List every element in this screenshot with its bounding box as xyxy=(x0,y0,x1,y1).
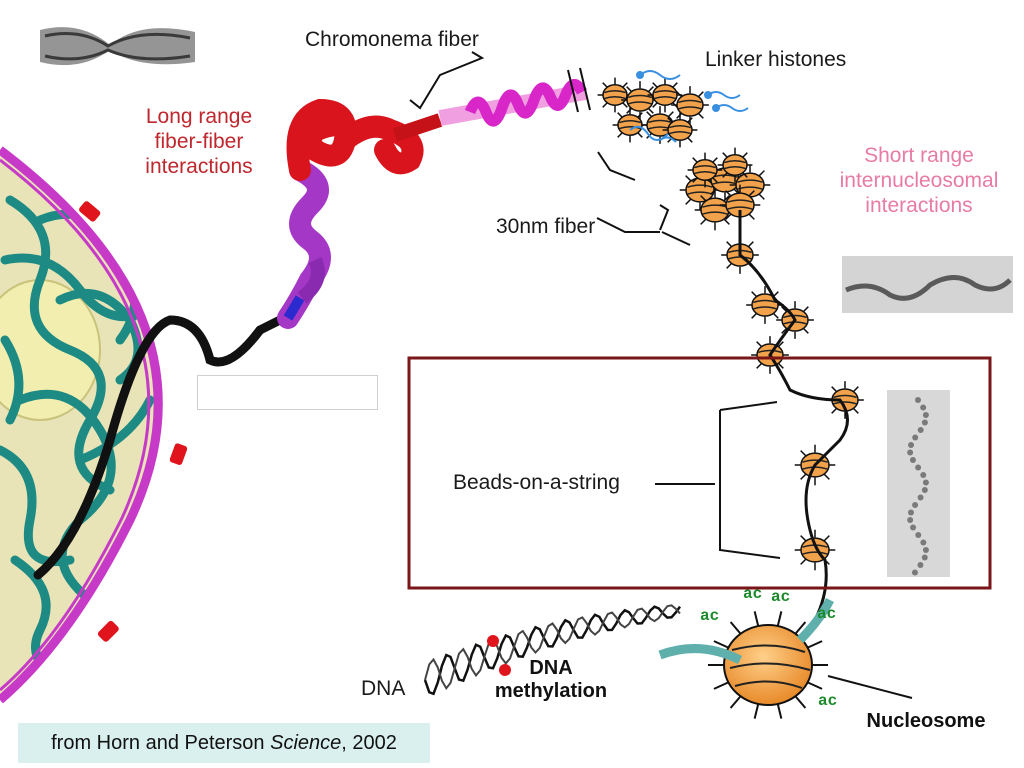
em-bead xyxy=(920,404,927,411)
histone-tail xyxy=(776,611,783,627)
histone-tail xyxy=(794,695,807,709)
histone-tail xyxy=(794,621,807,635)
nucleosome-bead xyxy=(687,152,723,188)
histone-tail xyxy=(807,681,823,690)
nucleosome-bead xyxy=(729,164,771,206)
caption-prefix: from Horn and Peterson xyxy=(51,731,271,754)
label-30nm-fiber: 30nm fiber xyxy=(496,215,596,238)
em-bead xyxy=(907,449,914,456)
label-short-range: Short range internucleosomal interaction… xyxy=(839,144,999,218)
nucleosome-bead xyxy=(776,301,814,339)
em-bead xyxy=(915,397,921,403)
label-nucleosome: Nucleosome xyxy=(866,710,986,732)
beads-string xyxy=(738,209,849,652)
red-coiled-fiber xyxy=(286,98,443,181)
label-dna-methylation: DNA methylation xyxy=(494,657,608,702)
nucleosome-cluster xyxy=(597,77,864,571)
em-bead xyxy=(915,532,922,538)
em-bead xyxy=(922,479,929,486)
methylation-marks xyxy=(487,635,511,676)
nucleosome-bead xyxy=(612,107,648,143)
em-bead xyxy=(920,472,927,478)
big-nucleosome xyxy=(658,597,835,719)
linker-histones xyxy=(629,70,749,143)
ac-tag: ac xyxy=(743,585,763,603)
histone-tail xyxy=(729,695,742,709)
em-image-beads xyxy=(887,390,950,577)
nucleosome-bead xyxy=(717,147,753,183)
em-bead xyxy=(912,502,919,508)
nucleosome-bead xyxy=(826,381,864,419)
blank-box xyxy=(197,375,378,410)
dna-strand xyxy=(424,604,681,690)
beads-on-string-frame xyxy=(407,356,992,590)
cell-nucleus xyxy=(0,146,188,704)
em-bead xyxy=(907,517,914,523)
em-bead xyxy=(915,464,922,471)
ac-tag: ac xyxy=(700,607,720,625)
ac-tag: ac xyxy=(818,692,838,710)
histone-tail xyxy=(713,681,729,690)
em-bead xyxy=(920,539,927,546)
histone-tail xyxy=(729,621,742,635)
em-bead xyxy=(910,524,917,531)
em-bead xyxy=(911,569,918,576)
em-bead xyxy=(921,487,928,493)
histone-tail xyxy=(807,640,823,649)
em-bead xyxy=(917,427,924,433)
caption-journal: Science xyxy=(270,731,342,754)
chromosome-micrograph xyxy=(32,18,202,76)
em-bead xyxy=(908,442,915,448)
nucleosome-bead xyxy=(694,189,736,231)
label-beads-on-a-string: Beads-on-a-string xyxy=(453,471,620,494)
chromatin-fiber-black xyxy=(33,310,295,580)
em-bead xyxy=(917,494,924,501)
label-long-range: Long range fiber-fiber interactions xyxy=(145,105,253,179)
nucleosome-bead xyxy=(621,81,659,119)
em-bead xyxy=(917,562,924,568)
histone-tail xyxy=(776,703,783,719)
leader-lines xyxy=(409,51,913,699)
caption-suffix: , 2002 xyxy=(341,731,397,754)
nucleosome-bead xyxy=(597,77,633,113)
citation-caption: from Horn and Peterson Science, 2002 xyxy=(18,723,430,763)
dna-helix xyxy=(423,604,682,696)
nucleosome-bead xyxy=(671,86,709,124)
nucleosome-bead xyxy=(746,286,784,324)
label-dna: DNA xyxy=(361,677,406,700)
label-chromonema-fiber: Chromonema fiber xyxy=(305,28,479,51)
purple-coiled-fiber xyxy=(277,159,331,329)
ac-tag: ac xyxy=(771,588,791,606)
nucleosome-bead xyxy=(794,529,836,571)
nucleosome-bead xyxy=(662,112,698,148)
histone-tail xyxy=(713,640,729,649)
em-bead xyxy=(921,419,928,426)
histone-tail xyxy=(753,703,760,719)
em-bead xyxy=(909,457,916,463)
ac-tag: ac xyxy=(817,605,837,623)
nucleosome-bead xyxy=(647,77,683,113)
em-bead xyxy=(907,509,914,516)
em-bead xyxy=(921,554,928,561)
chromonema-fiber xyxy=(438,67,591,127)
dna-strand xyxy=(423,605,682,696)
em-bead xyxy=(922,547,929,553)
em-bead xyxy=(912,434,919,441)
em-image-fiber xyxy=(842,256,1013,313)
label-linker-histones: Linker histones xyxy=(705,48,847,71)
em-bead xyxy=(922,412,929,418)
histone-tail xyxy=(753,611,760,627)
nuclear-pores xyxy=(79,201,188,642)
